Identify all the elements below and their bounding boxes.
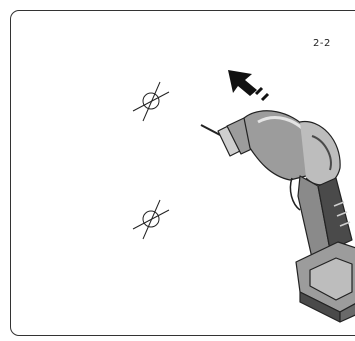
hole-mark-icon-bottom (132, 199, 170, 240)
power-drill-icon (200, 110, 355, 323)
step-label: 2-2 (313, 38, 331, 49)
panel-frame (10, 10, 355, 336)
hole-mark-icon-top (132, 81, 170, 122)
push-direction-arrow-icon (228, 70, 270, 102)
